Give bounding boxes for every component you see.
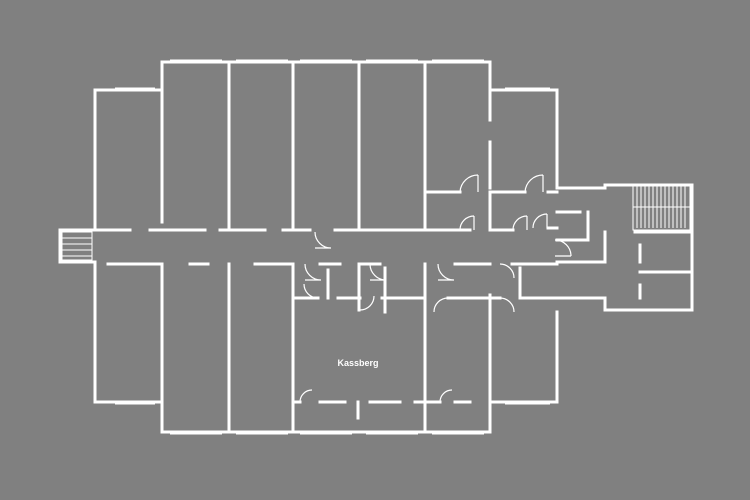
stairs-left — [61, 231, 93, 261]
window-lines — [115, 59, 550, 435]
room-label: Kassberg — [337, 358, 378, 368]
stairs-right — [632, 185, 691, 231]
doors — [299, 174, 572, 403]
bottom-room-walls — [106, 230, 694, 434]
top-room-walls — [93, 60, 590, 242]
